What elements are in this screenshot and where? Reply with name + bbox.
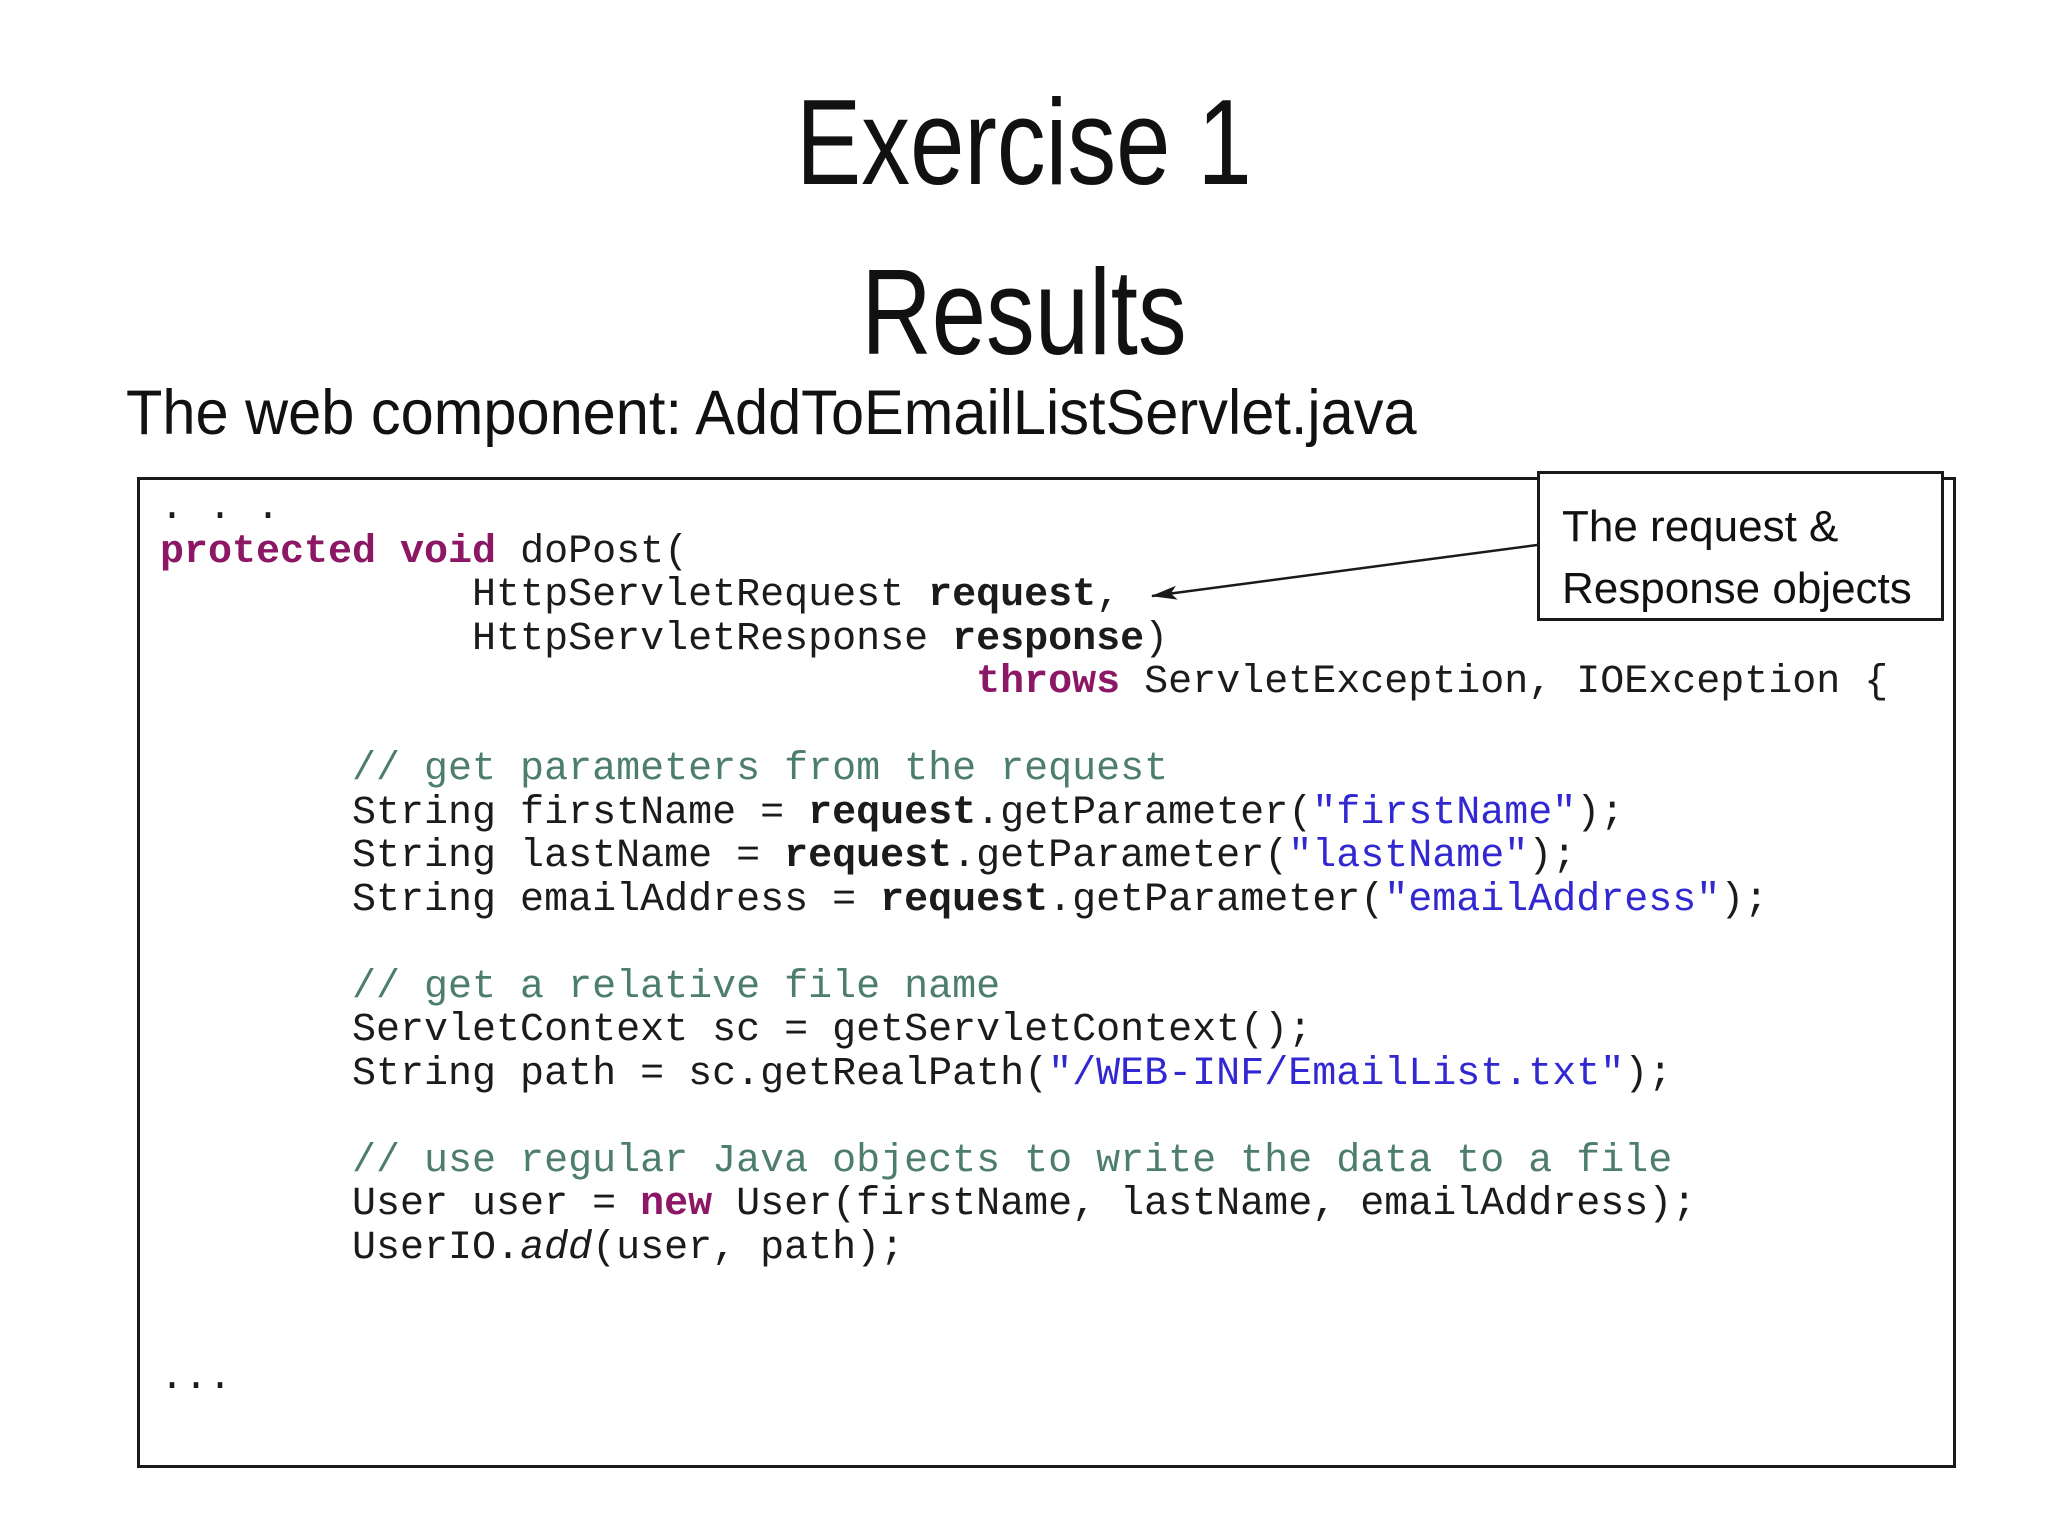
code-bold: request — [784, 834, 953, 879]
code-bold: request — [880, 877, 1049, 923]
code-line: protected void doPost( — [160, 529, 1953, 575]
code-comment: // get parameters from the request — [352, 747, 1169, 792]
code-line: . . . — [160, 487, 1953, 531]
callout-arrow-line — [1151, 543, 1538, 600]
code-line: HttpServletRequest request, — [160, 574, 1953, 618]
code-text: ); — [1576, 790, 1625, 836]
slide-heading: The web component: AddToEmailListServlet… — [126, 378, 1417, 448]
code-text: . . . — [160, 486, 281, 531]
code-text — [160, 660, 976, 705]
code-text: String lastName = — [160, 834, 785, 879]
code-string: "emailAddress" — [1384, 877, 1721, 923]
code-text: UserIO. — [160, 1225, 521, 1271]
code-bold: request — [808, 790, 977, 836]
code-string: "lastName" — [1288, 834, 1529, 879]
code-text: ) — [1144, 616, 1169, 662]
code-line: throws ServletException, IOException { — [160, 661, 1953, 705]
code-text: ); — [1720, 877, 1769, 923]
code-text: String emailAddress = — [160, 877, 881, 923]
code-comment: // get a relative file name — [352, 964, 1001, 1010]
code-text: HttpServletRequest — [160, 573, 929, 618]
code-comment: // use regular Java objects to write the… — [352, 1138, 1673, 1184]
callout-arrow — [1151, 543, 1538, 600]
code-box: . . .protected void doPost( HttpServletR… — [137, 477, 1956, 1468]
code-line: String path = sc.getRealPath("/WEB-INF/E… — [160, 1051, 1953, 1097]
code-line: // use regular Java objects to write the… — [160, 1138, 1953, 1184]
code-line — [160, 1314, 1953, 1358]
code-text — [160, 747, 352, 792]
code-text: .getParameter( — [1048, 877, 1385, 923]
code-line — [160, 705, 1953, 749]
code-line — [160, 1096, 1953, 1140]
title-line-2: Results — [861, 244, 1187, 380]
code-text — [160, 1139, 352, 1184]
code-text: ); — [1528, 834, 1577, 879]
code-text: String firstName = — [160, 790, 809, 836]
callout-line-2: Response objects — [1562, 564, 1912, 613]
code-text: HttpServletResponse — [160, 616, 953, 662]
code-block: . . .protected void doPost( HttpServletR… — [140, 480, 1953, 1401]
code-text: , — [1096, 573, 1121, 618]
code-line: // get parameters from the request — [160, 748, 1953, 792]
code-line: String emailAddress = request.getParamet… — [160, 877, 1953, 923]
code-line: String firstName = request.getParameter(… — [160, 790, 1953, 836]
code-bold: request — [928, 573, 1097, 618]
code-line: HttpServletResponse response) — [160, 616, 1953, 662]
code-text: String path = sc.getRealPath( — [160, 1051, 1049, 1097]
code-string: "firstName" — [1312, 790, 1577, 836]
code-text: doPost( — [496, 529, 689, 575]
code-text: ServletContext sc = getServletContext(); — [160, 1008, 1313, 1053]
code-text: ServletException, IOException { — [1120, 660, 1889, 705]
code-line: User user = new User(firstName, lastName… — [160, 1183, 1953, 1227]
code-text — [160, 965, 352, 1010]
code-line: // get a relative file name — [160, 964, 1953, 1010]
code-line: ServletContext sc = getServletContext(); — [160, 1009, 1953, 1053]
title-line-1: Exercise 1 — [796, 74, 1252, 210]
code-line: String lastName = request.getParameter("… — [160, 835, 1953, 879]
slide-title: Exercise 1 Results — [205, 57, 1843, 397]
code-text: .getParameter( — [976, 790, 1313, 836]
callout-line-1: The request & — [1562, 502, 1839, 551]
code-text: ); — [1624, 1051, 1673, 1097]
code-text: User(firstName, lastName, emailAddress); — [712, 1182, 1697, 1227]
code-text: (user, path); — [592, 1225, 905, 1271]
callout-box: The request & Response objects — [1537, 471, 1944, 621]
code-keyword: throws — [976, 660, 1121, 705]
code-text: ... — [160, 1356, 233, 1401]
code-bold: response — [952, 616, 1145, 662]
code-keyword: protected void — [160, 529, 497, 575]
code-italic: add — [520, 1225, 593, 1271]
code-line: ... — [160, 1357, 1953, 1401]
code-text: .getParameter( — [952, 834, 1289, 879]
code-line — [160, 1270, 1953, 1314]
code-line — [160, 922, 1953, 966]
code-keyword: new — [640, 1182, 713, 1227]
code-line: UserIO.add(user, path); — [160, 1225, 1953, 1271]
code-text: User user = — [160, 1182, 641, 1227]
code-string: "/WEB-INF/EmailList.txt" — [1048, 1051, 1625, 1097]
